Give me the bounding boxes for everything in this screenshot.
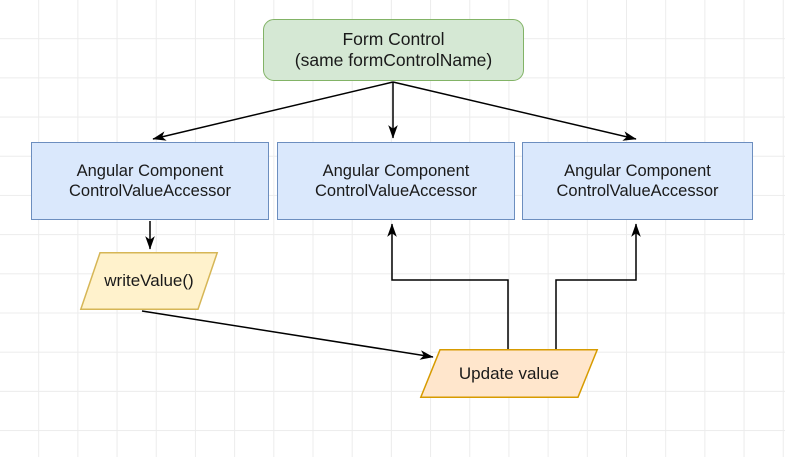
write-value-shape bbox=[79, 252, 219, 310]
node-angular-component-3[interactable]: Angular Component ControlValueAccessor bbox=[522, 142, 753, 220]
update-value-shape bbox=[419, 349, 599, 398]
node-angular-component-2-label: Angular Component ControlValueAccessor bbox=[314, 161, 478, 200]
node-write-value-label: writeValue() bbox=[104, 271, 194, 290]
node-form-control[interactable]: Form Control (same formControlName) bbox=[263, 19, 524, 81]
edge-update-value-to-component-3 bbox=[555, 223, 641, 350]
node-write-value[interactable]: writeValue() bbox=[79, 252, 219, 310]
node-angular-component-3-label: Angular Component ControlValueAccessor bbox=[556, 161, 719, 200]
node-angular-component-1[interactable]: Angular Component ControlValueAccessor bbox=[31, 142, 269, 220]
edge-update-value-to-component-2 bbox=[387, 223, 509, 350]
edge-form-control-to-component-3 bbox=[392, 81, 637, 141]
edge-write-value-to-update-value bbox=[141, 310, 434, 360]
node-angular-component-1-label: Angular Component ControlValueAccessor bbox=[68, 161, 232, 200]
node-form-control-label: Form Control (same formControlName) bbox=[294, 28, 493, 70]
node-update-value[interactable]: Update value bbox=[419, 349, 599, 398]
node-angular-component-2[interactable]: Angular Component ControlValueAccessor bbox=[277, 142, 515, 220]
node-update-value-label: Update value bbox=[458, 363, 560, 383]
edge-form-control-to-component-1 bbox=[152, 81, 394, 141]
